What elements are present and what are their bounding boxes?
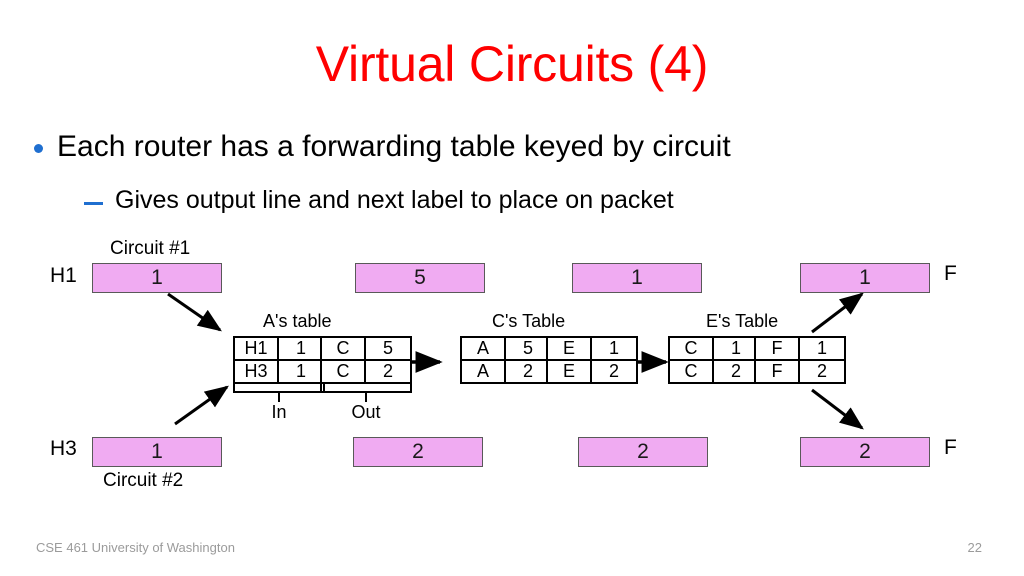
table-cell: 2 — [608, 361, 619, 381]
packet-bottom-2[interactable]: 2 — [353, 437, 483, 467]
table-a-in-bracket — [233, 384, 325, 393]
endpoint-label-bottom-right: F — [944, 436, 957, 459]
packet-label: 2 — [637, 440, 649, 463]
packet-top-3[interactable]: 1 — [572, 263, 702, 293]
packet-label: 5 — [414, 266, 426, 289]
circuit1-caption: Circuit #1 — [110, 238, 191, 259]
table-cell: C — [670, 361, 714, 382]
table-cell: 2 — [730, 361, 741, 381]
bullet-level2: Gives output line and next label to plac… — [84, 184, 1004, 216]
table-c-in[interactable]: A 5 A 2 — [460, 336, 552, 384]
table-cell: C — [670, 338, 714, 361]
packet-bottom-3[interactable]: 2 — [578, 437, 708, 467]
table-a-out[interactable]: C 5 C 2 — [320, 336, 412, 384]
table-cell: 5 — [506, 338, 550, 361]
table-e-out[interactable]: F 1 F 2 — [754, 336, 846, 384]
table-cell: E — [548, 361, 592, 382]
table-cell: 1 — [714, 338, 758, 361]
table-title-e: E's Table — [706, 311, 779, 331]
table-cell: 1 — [279, 338, 323, 361]
bullet-level2-text: Gives output line and next label to plac… — [115, 186, 674, 214]
table-cell: 5 — [366, 338, 410, 361]
table-cell: 2 — [382, 361, 393, 381]
table-e-in[interactable]: C 1 C 2 — [668, 336, 760, 384]
packet-label: 1 — [151, 440, 163, 463]
table-a-out-label: Out — [351, 402, 381, 422]
table-cell: H3 — [235, 361, 279, 382]
packet-label: 1 — [151, 266, 163, 289]
circuit2-caption: Circuit #2 — [103, 470, 184, 491]
table-a-out-bracket — [320, 384, 412, 393]
table-a-in-bracket-stem — [278, 393, 281, 402]
table-cell: 1 — [592, 338, 636, 361]
bullet-dot-icon — [34, 144, 43, 153]
bullet-level1-text: Each router has a forwarding table keyed… — [57, 130, 731, 163]
packet-label: 2 — [859, 440, 871, 463]
packet-label: 1 — [631, 266, 643, 289]
table-cell: 2 — [522, 361, 533, 381]
table-cell: F — [756, 338, 800, 361]
table-title-a: A's table — [263, 311, 332, 331]
bullet-dash-icon — [84, 202, 103, 205]
table-a-out-bracket-stem — [365, 393, 368, 402]
packet-bottom-4[interactable]: 2 — [800, 437, 930, 467]
table-cell: E — [548, 338, 592, 361]
page-title: Virtual Circuits (4) — [315, 36, 709, 92]
footer-course: CSE 461 University of Washington — [36, 540, 235, 555]
endpoint-label-top-right: F — [944, 262, 957, 285]
packet-top-1[interactable]: 1 — [92, 263, 222, 293]
table-title-c: C's Table — [492, 311, 566, 331]
table-cell: A — [462, 361, 506, 382]
table-c-out[interactable]: E 1 E 2 — [546, 336, 638, 384]
table-cell: 2 — [816, 361, 827, 381]
table-cell: C — [322, 338, 366, 361]
packet-label: 2 — [412, 440, 424, 463]
packet-bottom-1[interactable]: 1 — [92, 437, 222, 467]
table-cell: A — [462, 338, 506, 361]
table-cell: 1 — [800, 338, 844, 361]
packet-top-4[interactable]: 1 — [800, 263, 930, 293]
endpoint-label-h1: H1 — [50, 264, 77, 287]
table-a-in-label: In — [271, 402, 287, 422]
virtual-circuit-diagram: Circuit #1 H1 F 1 5 1 1 A's table C's Ta… — [0, 232, 1024, 502]
endpoint-label-h3: H3 — [50, 437, 77, 460]
table-cell: 1 — [295, 361, 306, 381]
table-a-in[interactable]: H1 1 H3 1 — [233, 336, 325, 384]
packet-top-2[interactable]: 5 — [355, 263, 485, 293]
table-cell: F — [756, 361, 800, 382]
bullet-level1: Each router has a forwarding table keyed… — [34, 128, 994, 166]
table-cell: C — [322, 361, 366, 382]
table-cell: H1 — [235, 338, 279, 361]
footer-page-number: 22 — [967, 540, 982, 555]
packet-label: 1 — [859, 266, 871, 289]
